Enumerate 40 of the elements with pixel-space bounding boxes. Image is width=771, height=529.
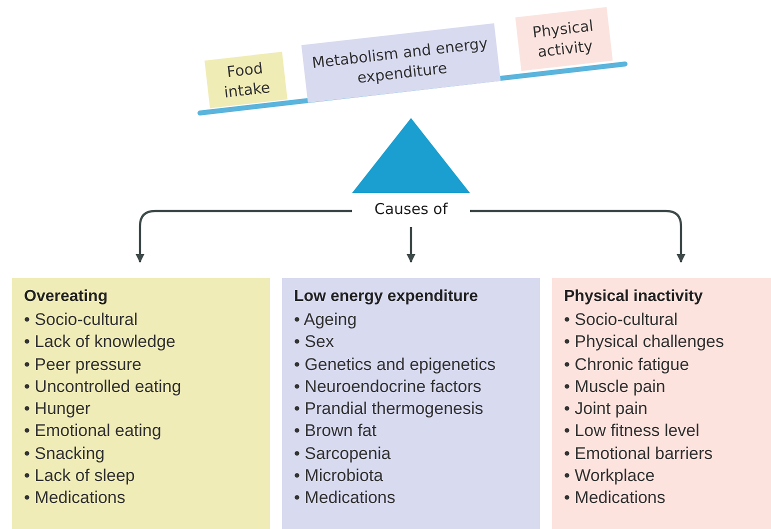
list-item: • Sarcopenia (294, 442, 392, 465)
label-box: Metabolism and energy expenditure (301, 23, 501, 103)
list-item: • Microbiota (294, 465, 384, 488)
list-item: • Emotional barriers (564, 442, 714, 465)
list-item: • Socio-cultural (24, 309, 139, 331)
heading: Overeating (24, 287, 109, 307)
list-item: • Muscle pain (564, 376, 666, 398)
category-panel (12, 278, 270, 529)
list-item: • Low fitness level (564, 420, 700, 442)
list-item: • Chronic fatigue (564, 354, 690, 376)
caption: Causes of (356, 200, 466, 222)
list-item: • Emotional eating (24, 420, 162, 442)
list-item: • Physical challenges (564, 331, 725, 354)
category-panel (282, 278, 540, 529)
list-item: • Workplace (564, 465, 656, 488)
category-panel (552, 278, 771, 529)
arrow (406, 227, 416, 263)
arrow (470, 210, 686, 263)
list-item: • Peer pressure (24, 354, 142, 376)
label-box: Food intake (204, 52, 288, 108)
label-box: Physical activity (515, 6, 613, 72)
heading: Physical inactivity (564, 287, 704, 307)
arrow (136, 210, 352, 263)
list-item: • Joint pain (564, 398, 648, 420)
list-item: • Medications (24, 487, 126, 510)
list-item: • Ageing (294, 309, 358, 331)
list-item: • Sex (294, 331, 335, 354)
list-item: • Hunger (24, 398, 92, 420)
list-item: • Medications (564, 487, 666, 510)
list-item: • Prandial thermogenesis (294, 398, 484, 420)
heading: Low energy expenditure (294, 287, 480, 307)
list-item: • Snacking (24, 442, 106, 465)
list-item: • Uncontrolled eating (24, 376, 182, 398)
list-item: • Brown fat (294, 420, 378, 442)
list-item: • Lack of knowledge (24, 331, 176, 354)
list-item: • Socio-cultural (564, 309, 679, 331)
list-item: • Neuroendocrine factors (294, 376, 482, 398)
list-item: • Medications (294, 487, 396, 510)
list-item: • Genetics and epigenetics (294, 354, 497, 376)
list-item: • Lack of sleep (24, 465, 136, 488)
